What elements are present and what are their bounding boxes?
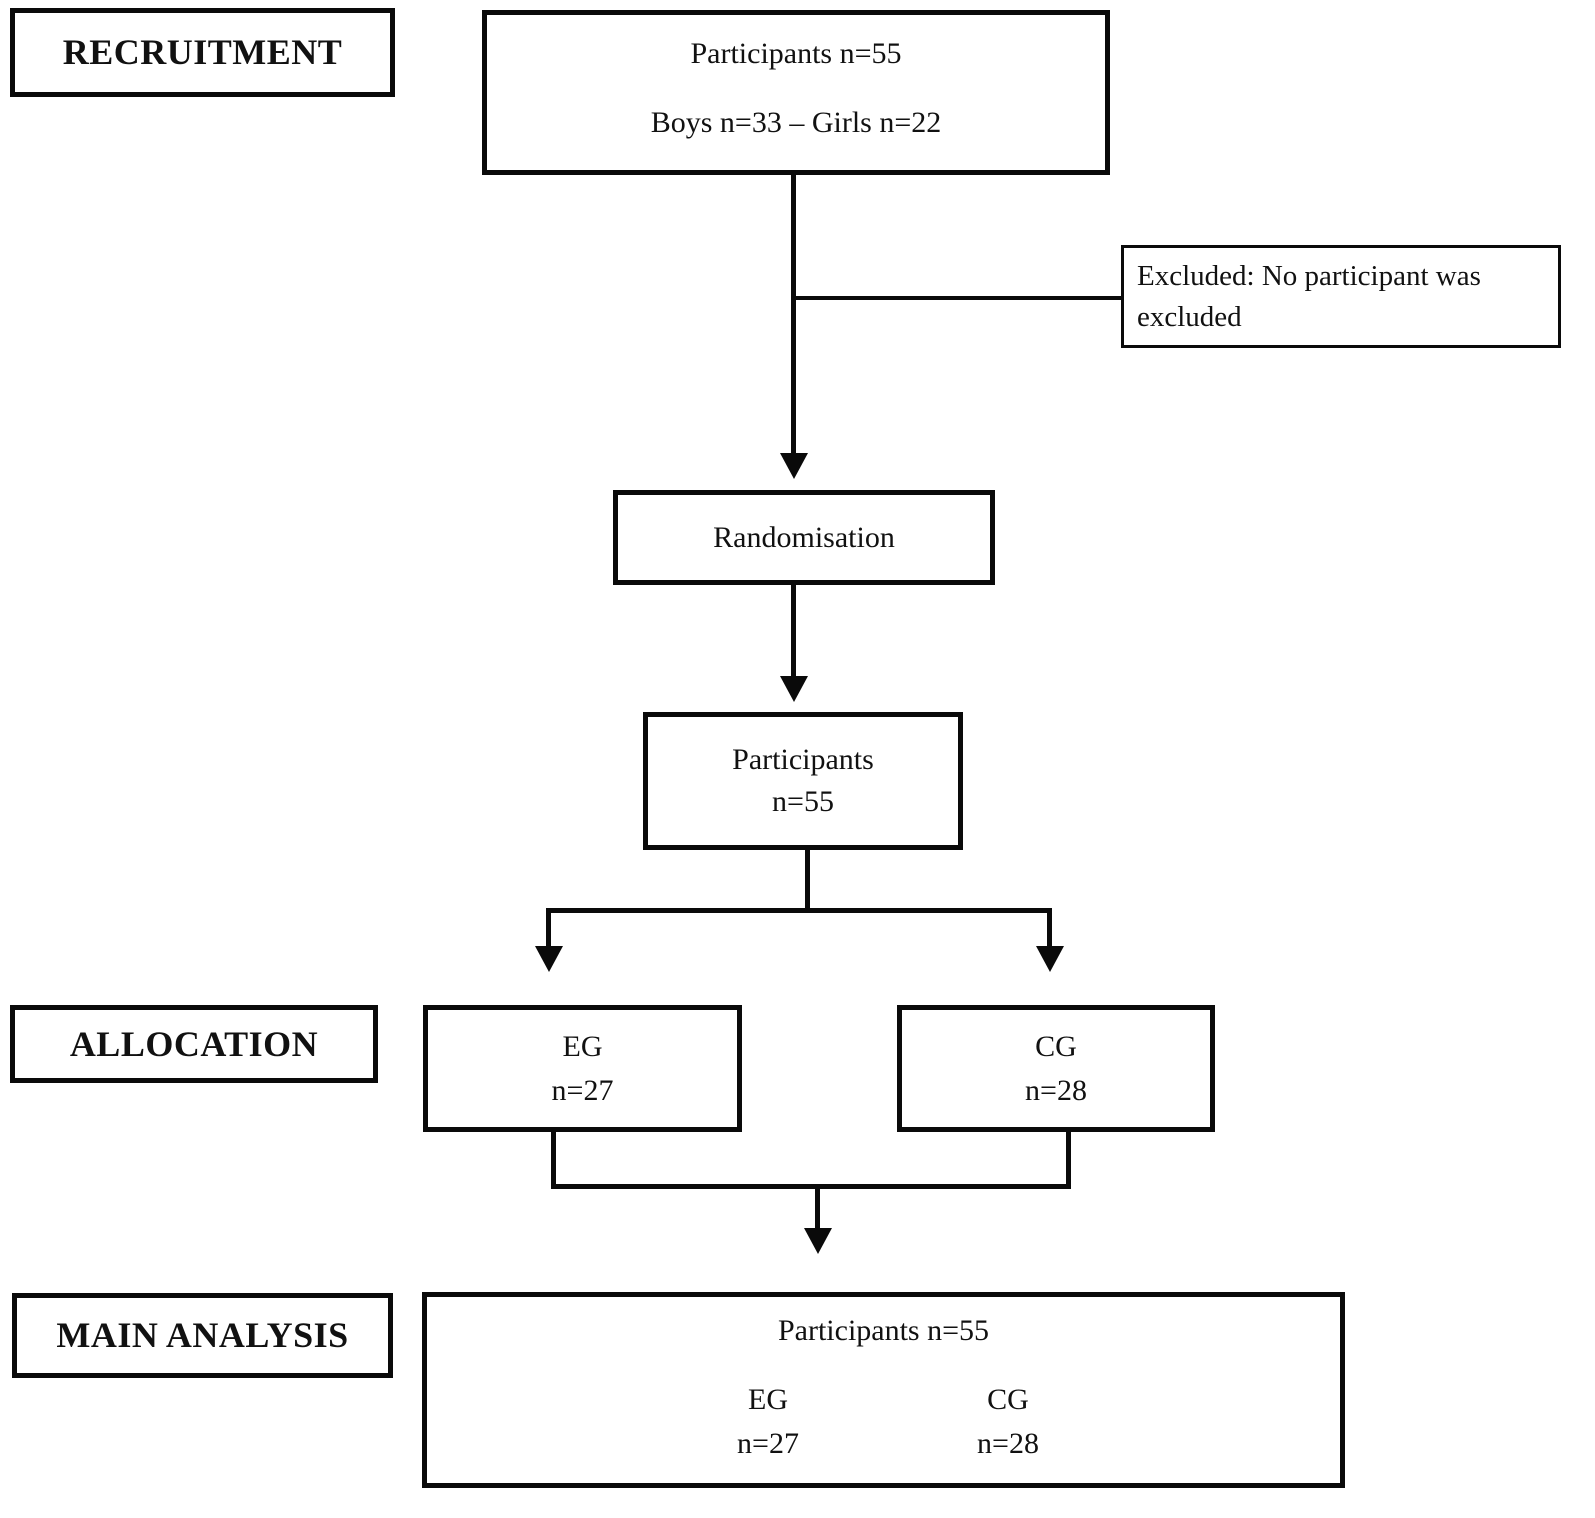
stage-label-main-analysis: MAIN ANALYSIS [56, 1315, 349, 1356]
connector-cg-to-merge [1066, 1130, 1071, 1188]
arrowhead-into-analysis [804, 1228, 832, 1254]
stage-box-main-analysis: MAIN ANALYSIS [12, 1293, 393, 1378]
split-horizontal-line [546, 908, 1052, 913]
connector-eg-to-merge [551, 1130, 556, 1188]
stage-box-recruitment: RECRUITMENT [10, 8, 395, 97]
arrowhead-into-participants [780, 676, 808, 702]
recruited-participants-box: Participants n=55 Boys n=33 – Girls n=22 [482, 10, 1110, 175]
excluded-box: Excluded: No participant was excluded [1121, 245, 1561, 348]
analysis-eg-count: n=27 [737, 1426, 799, 1460]
stage-label-allocation: ALLOCATION [69, 1023, 319, 1064]
randomised-count: n=55 [772, 785, 834, 818]
arrowhead-into-cg [1036, 946, 1064, 972]
main-analysis-box: Participants n=55 EG n=27 CG n=28 [422, 1292, 1345, 1488]
analysis-total-text: Participants n=55 [777, 1314, 990, 1347]
connector-recruited-to-randomisation [791, 172, 796, 457]
split-left-drop-line [546, 908, 551, 948]
split-right-drop-line [1047, 908, 1052, 948]
recruited-gender-text: Boys n=33 – Girls n=22 [650, 106, 942, 139]
cg-label: CG [1035, 1030, 1077, 1063]
analysis-eg-label: EG [748, 1383, 788, 1416]
analysis-eg-column: EG n=27 [668, 1378, 868, 1465]
excluded-text-line1: Excluded: No participant was [1137, 260, 1481, 293]
cg-count: n=28 [1025, 1073, 1087, 1107]
excluded-text-line2: excluded [1137, 300, 1242, 333]
analysis-cg-label: CG [987, 1383, 1029, 1416]
stage-box-allocation: ALLOCATION [10, 1005, 378, 1083]
connector-randomisation-to-participants [791, 583, 796, 678]
eg-count: n=27 [551, 1073, 614, 1107]
randomisation-box: Randomisation [613, 490, 995, 585]
analysis-cg-count: n=28 [977, 1426, 1039, 1460]
randomised-participants-box: Participants n=55 [643, 712, 963, 850]
merge-horizontal-line [551, 1184, 1071, 1189]
randomised-label: Participants [732, 743, 874, 776]
connector-participants-to-split [805, 847, 810, 913]
control-group-box: CG n=28 [897, 1005, 1215, 1132]
stage-label-recruitment: RECRUITMENT [62, 32, 343, 73]
connector-merge-to-analysis [815, 1184, 820, 1230]
arrowhead-into-randomisation [780, 453, 808, 479]
arrowhead-into-eg [535, 946, 563, 972]
recruited-total-text: Participants n=55 [690, 37, 902, 70]
experimental-group-box: EG n=27 [423, 1005, 742, 1132]
connector-branch-to-excluded [793, 296, 1121, 300]
analysis-cg-column: CG n=28 [908, 1378, 1108, 1465]
eg-label: EG [562, 1030, 603, 1063]
randomisation-label: Randomisation [713, 520, 895, 554]
